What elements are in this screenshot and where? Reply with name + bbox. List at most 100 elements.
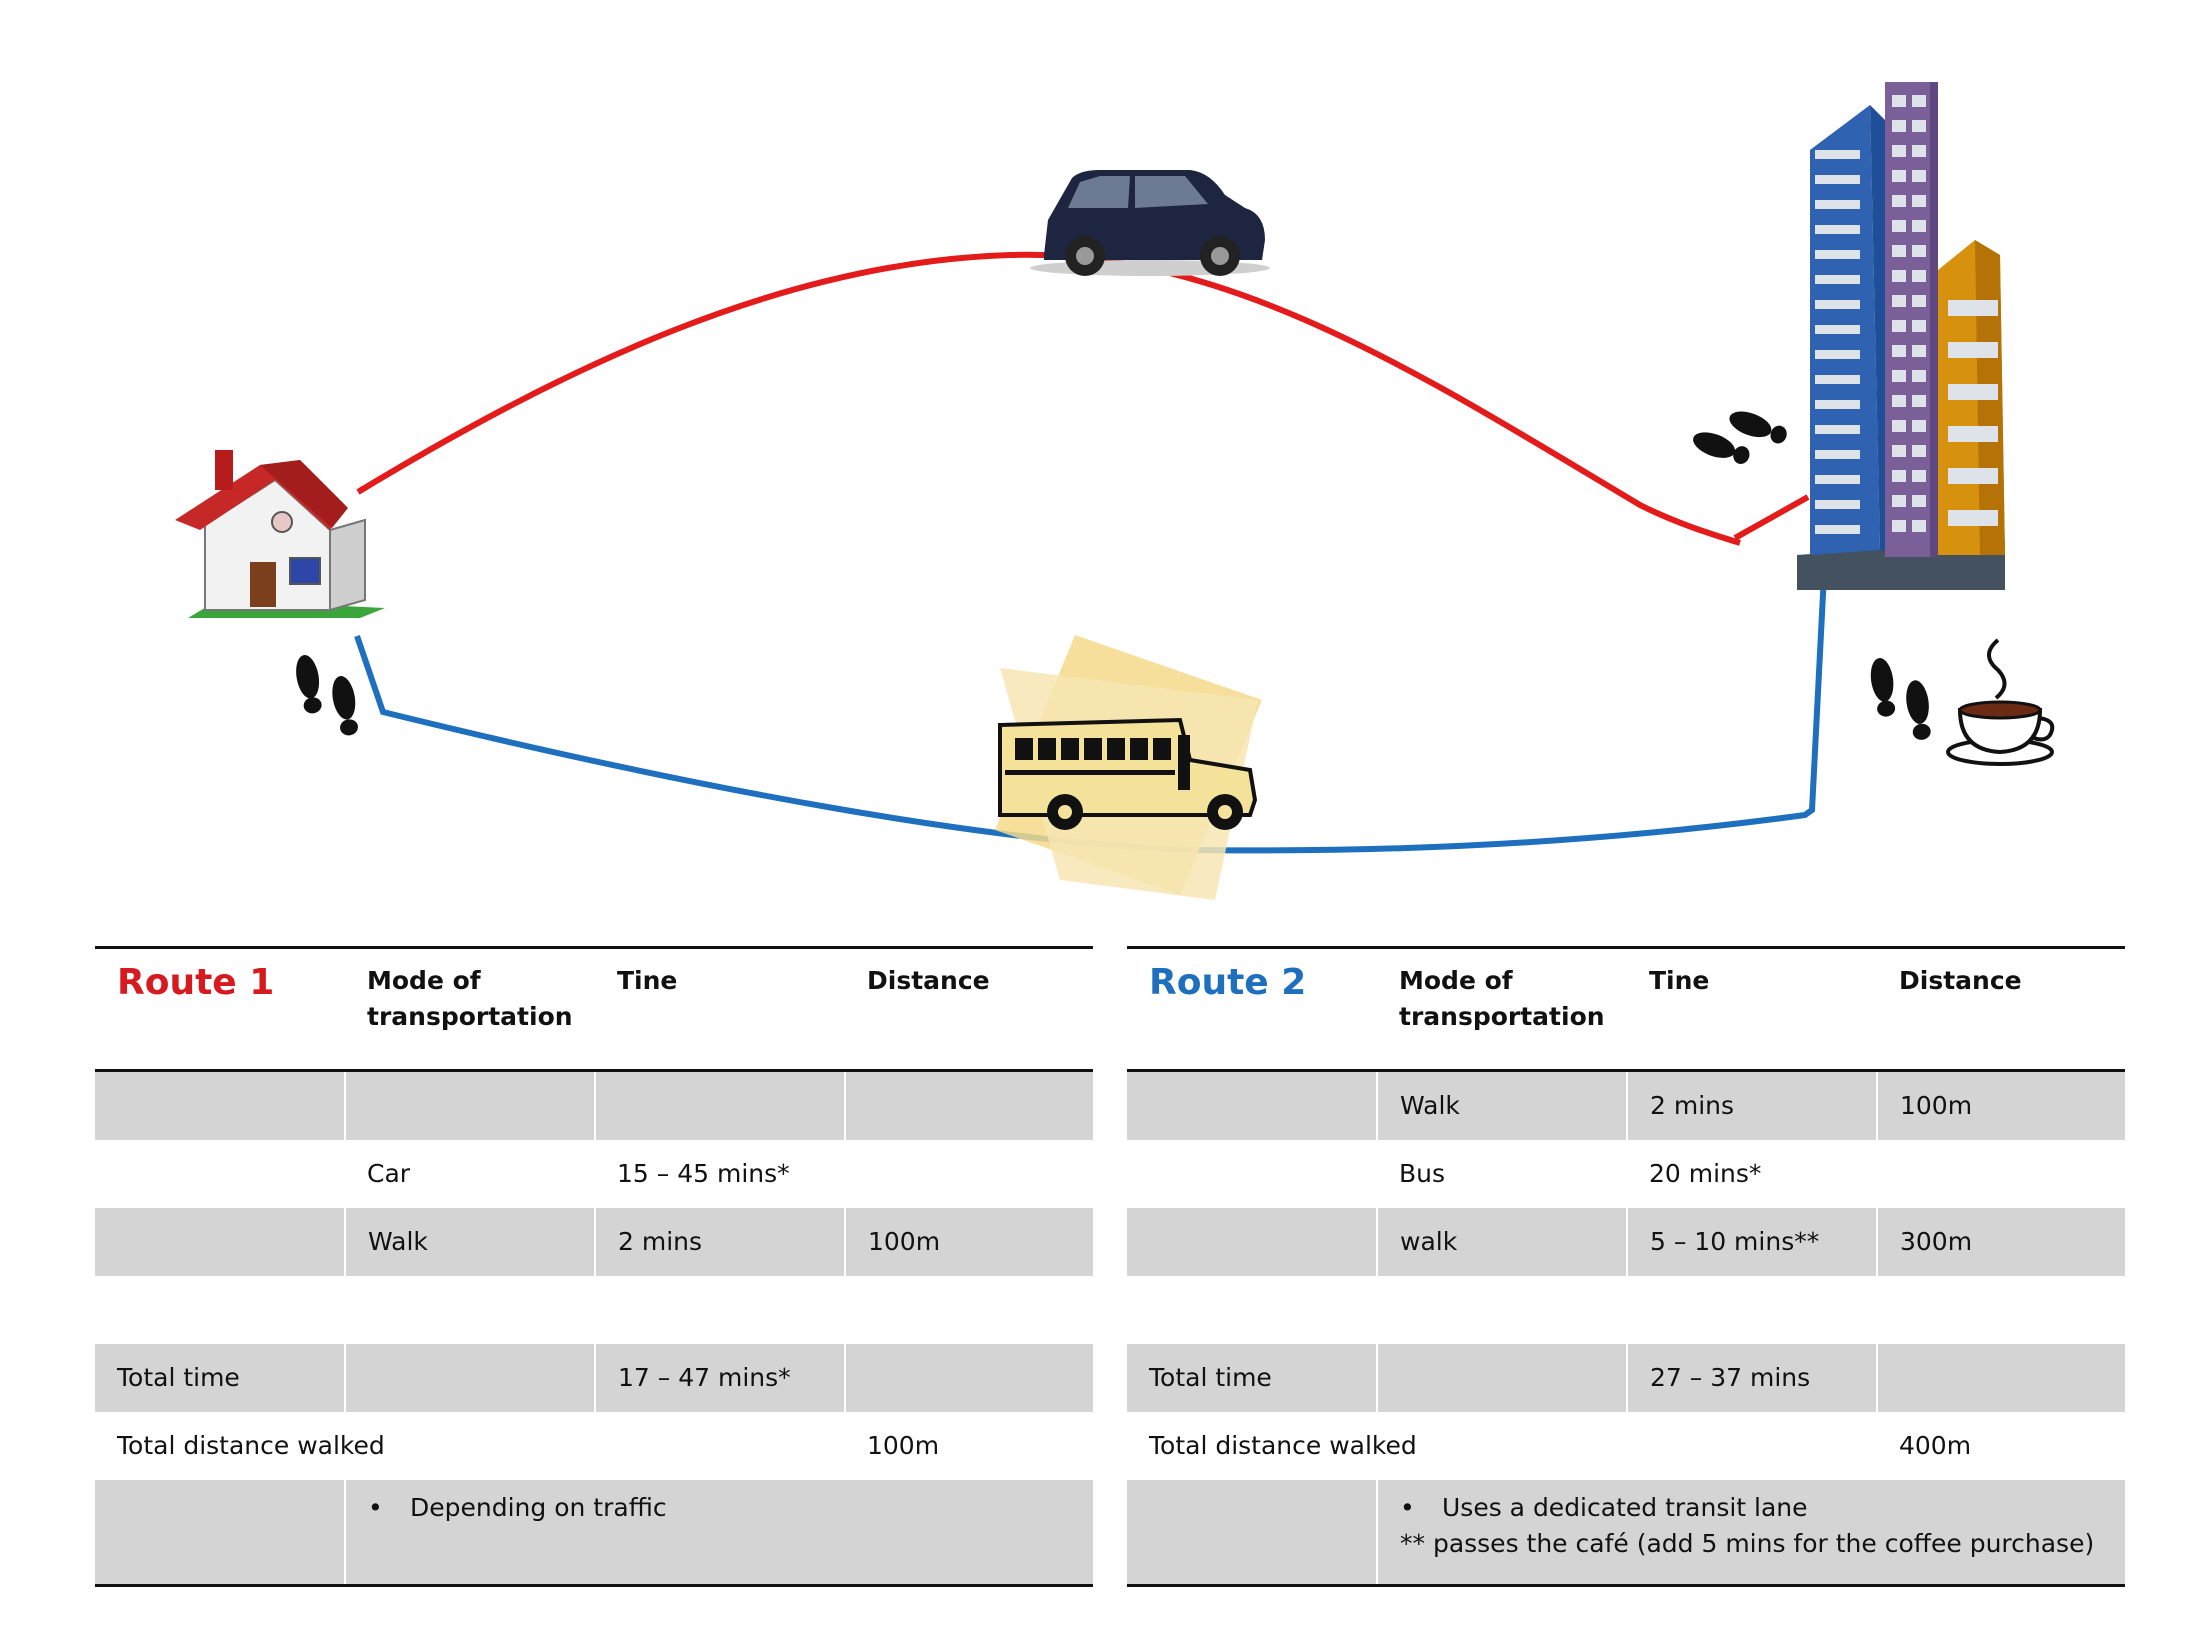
tower-window: [1815, 450, 1860, 459]
tower-window: [1912, 345, 1926, 357]
tower-window: [1892, 420, 1906, 432]
cell-mode: Walk: [1376, 1070, 1627, 1140]
table-row: Walk 2 mins 100m: [95, 1208, 1093, 1276]
tower-window: [1912, 420, 1926, 432]
tower-window: [1912, 395, 1926, 407]
footprints-icon: [1870, 658, 1931, 740]
notes-cell: •Uses a dedicated transit lane ** passes…: [1376, 1480, 2125, 1587]
cell-distance: 100m: [844, 1208, 1093, 1276]
total-time-label: Total time: [1127, 1344, 1377, 1412]
tower-window: [1815, 350, 1860, 359]
tower-window: [1912, 195, 1926, 207]
route-1-title: Route 1: [95, 946, 345, 1072]
cell-mode: Car: [367, 1159, 411, 1188]
cell-time: 15 – 45 mins*: [617, 1159, 790, 1188]
total-distance-row: Total distance walked 400m: [1127, 1412, 2125, 1480]
table-header-row: Route 1 Mode of transportation Tine Dist…: [95, 946, 1093, 1072]
tower-window: [1892, 145, 1906, 157]
tower-window: [1892, 170, 1906, 182]
tower-window: [1892, 270, 1906, 282]
tower-window: [1815, 475, 1860, 484]
tower-window: [1892, 220, 1906, 232]
tower-window: [1948, 300, 1998, 316]
route-2-table: Route 2 Mode of transportation Tine Dist…: [1127, 946, 2125, 1587]
tower-window: [1892, 520, 1906, 532]
tower-window: [1892, 295, 1906, 307]
tower-window: [1815, 275, 1860, 284]
tower-window: [1912, 445, 1926, 457]
cell-time: 5 – 10 mins**: [1626, 1208, 1877, 1276]
cell-distance: [844, 1070, 1093, 1140]
tower-window: [1892, 95, 1906, 107]
tower-window: [1815, 500, 1860, 509]
tower-window: [1912, 120, 1926, 132]
table-row: Car 15 – 45 mins*: [95, 1140, 1093, 1208]
tower-window: [1892, 370, 1906, 382]
notes-row: •Depending on traffic: [95, 1480, 1093, 1587]
tower-window: [1892, 495, 1906, 507]
header-mode: Mode of transportation: [1377, 946, 1627, 1072]
tower-window: [1912, 95, 1926, 107]
total-time-label: Total time: [95, 1344, 345, 1412]
total-distance-label: Total distance walked: [1149, 1431, 1417, 1460]
route-2-title: Route 2: [1127, 946, 1377, 1072]
tower-window: [1815, 375, 1860, 384]
tower-window: [1912, 295, 1926, 307]
tower-window: [1815, 150, 1860, 159]
tower-window: [1912, 245, 1926, 257]
note-text: Uses a dedicated transit lane: [1442, 1493, 1808, 1522]
bus-icon: [995, 635, 1262, 900]
house-icon: [175, 450, 385, 618]
total-distance-value: 100m: [867, 1431, 940, 1460]
header-time: Tine: [1627, 946, 1877, 1072]
tower-window: [1912, 220, 1926, 232]
tower-window: [1948, 468, 1998, 484]
tower-window: [1815, 300, 1860, 309]
tower-window: [1815, 250, 1860, 259]
office-towers-icon: [1797, 82, 2005, 590]
total-time-value: 17 – 47 mins*: [594, 1344, 845, 1412]
table-header-row: Route 2 Mode of transportation Tine Dist…: [1127, 946, 2125, 1072]
tower-window: [1892, 245, 1906, 257]
header-time: Tine: [595, 946, 845, 1072]
table-row: [95, 1070, 1093, 1140]
tower-window: [1815, 175, 1860, 184]
tower-window: [1948, 342, 1998, 358]
note-text: ** passes the café (add 5 mins for the c…: [1400, 1529, 2095, 1558]
tower-window: [1948, 384, 1998, 400]
cell-distance: 300m: [1876, 1208, 2125, 1276]
tower-window: [1912, 270, 1926, 282]
tower-window: [1892, 395, 1906, 407]
cell-distance: [845, 1140, 1093, 1208]
bus-window: [1107, 738, 1125, 760]
cell-distance: [1877, 1140, 2125, 1208]
route-1-walk-segment: [1733, 494, 1810, 541]
tower-window: [1892, 470, 1906, 482]
notes-cell: •Depending on traffic: [344, 1480, 1093, 1587]
bus-window: [1084, 738, 1102, 760]
tower-window: [1912, 370, 1926, 382]
table-row: Walk 2 mins 100m: [1127, 1070, 2125, 1140]
footprints-icon: [1693, 411, 1787, 464]
bus-window: [1015, 738, 1033, 760]
tower-window: [1948, 510, 1998, 526]
cell-mode: [344, 1070, 595, 1140]
total-time-value: 27 – 37 mins: [1626, 1344, 1877, 1412]
bus-window: [1153, 738, 1171, 760]
notes-row: •Uses a dedicated transit lane ** passes…: [1127, 1480, 2125, 1587]
route-diagram: [175, 82, 2055, 900]
tower-window: [1815, 325, 1860, 334]
tower-window: [1912, 320, 1926, 332]
cell-time: [594, 1070, 845, 1140]
footprints-icon: [296, 655, 358, 736]
tower-window: [1815, 525, 1860, 534]
note-text: Depending on traffic: [410, 1493, 667, 1522]
total-distance-label: Total distance walked: [117, 1431, 385, 1460]
bus-window: [1038, 738, 1056, 760]
total-distance-row: Total distance walked 100m: [95, 1412, 1093, 1480]
cell-distance: 100m: [1876, 1070, 2125, 1140]
table-row: Bus 20 mins*: [1127, 1140, 2125, 1208]
cell-mode: walk: [1376, 1208, 1627, 1276]
route-1-table: Route 1 Mode of transportation Tine Dist…: [95, 946, 1093, 1587]
tower-window: [1912, 145, 1926, 157]
